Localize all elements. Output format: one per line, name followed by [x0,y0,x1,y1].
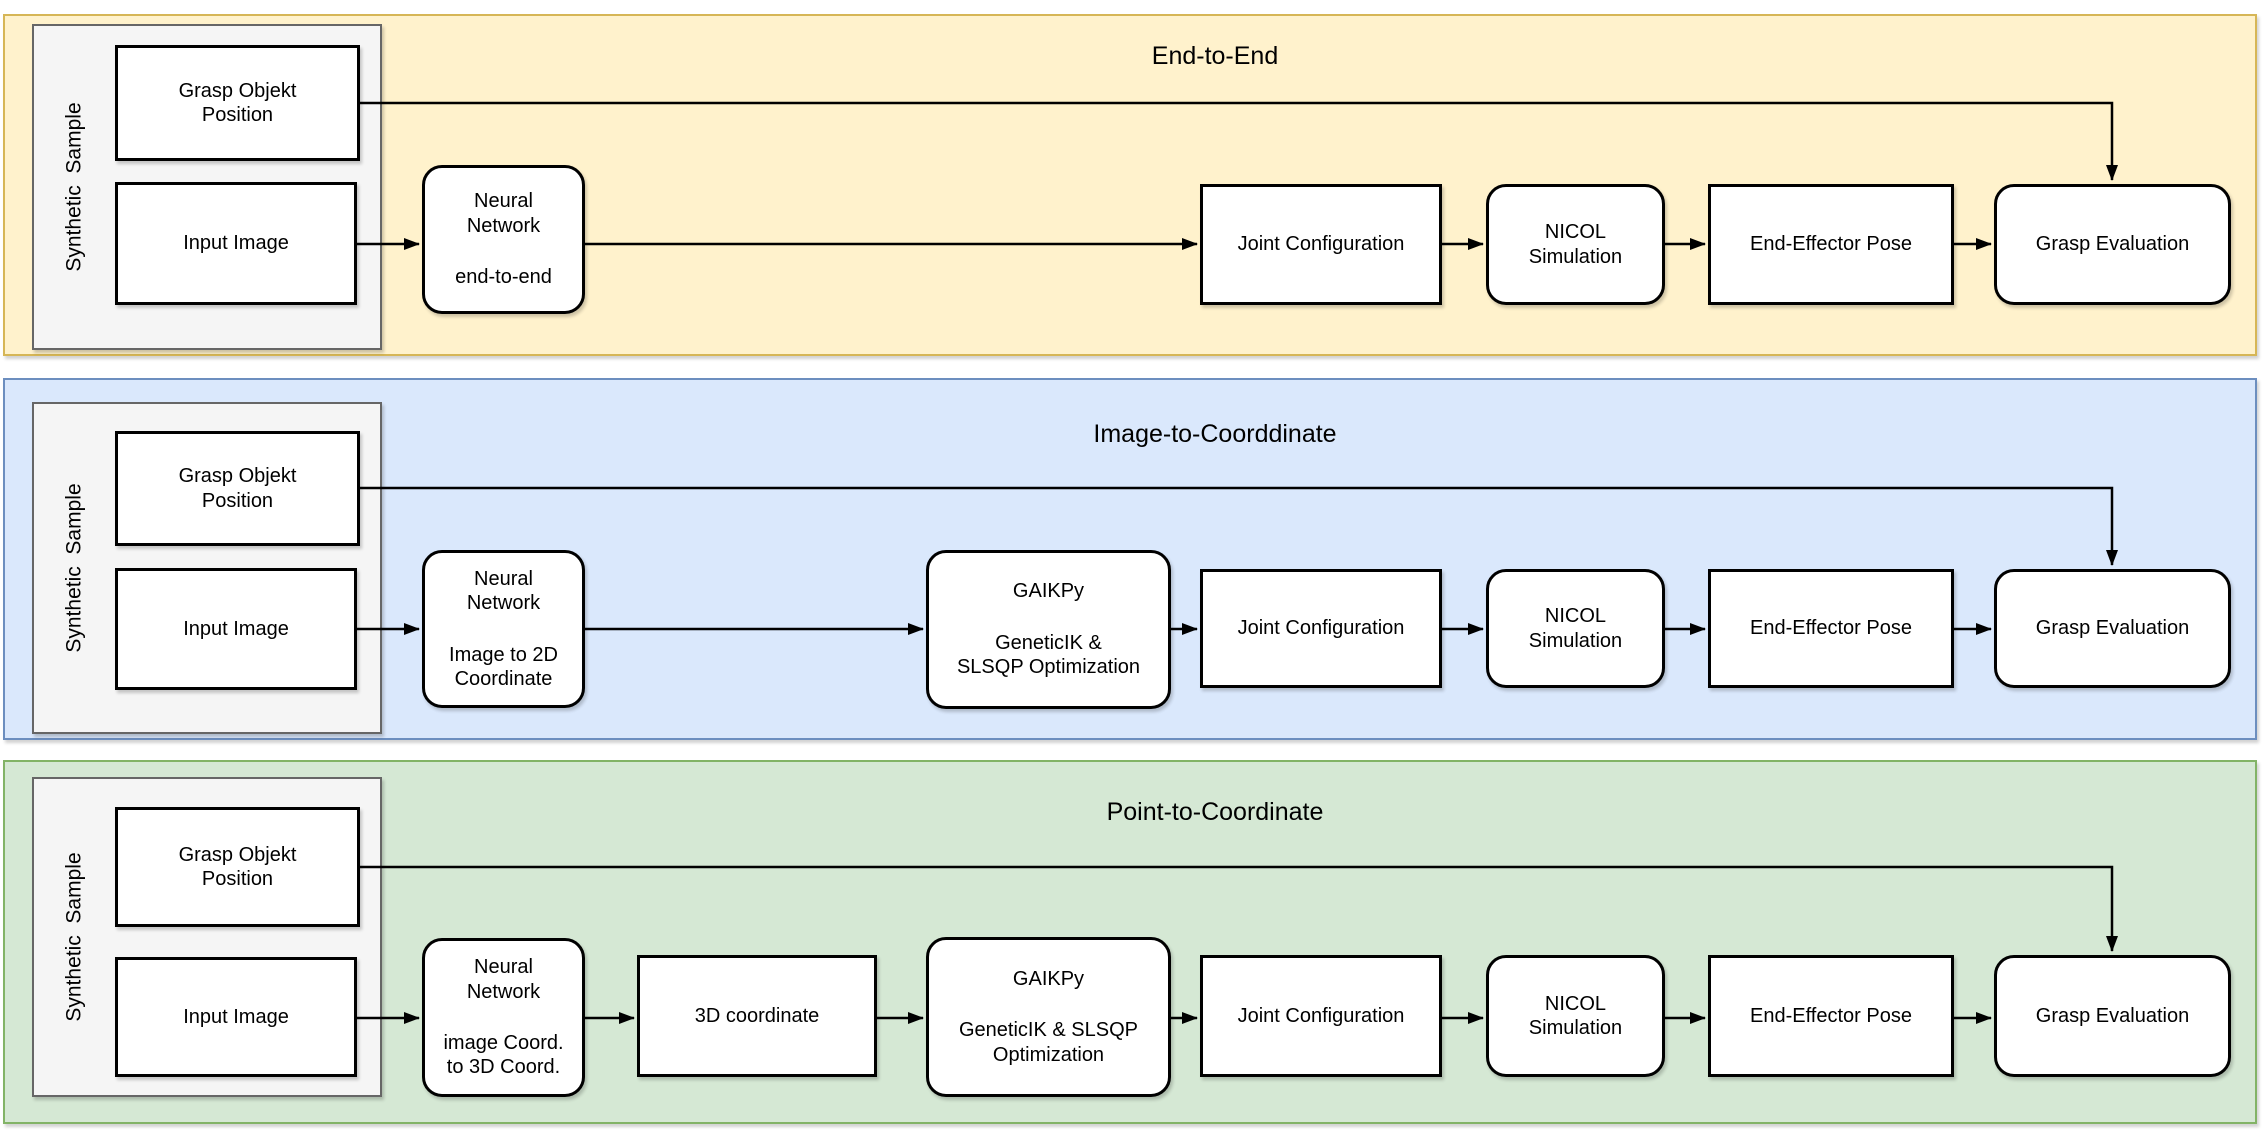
grasp-object-position-box: Grasp Objekt Position [115,45,360,161]
joint-configuration-box: Joint Configuration [1200,955,1442,1077]
panel-image-to-coordinate: Image-to-Coorddinate Synthetic Sample Gr… [3,378,2257,740]
panel-title: Image-to-Coorddinate [1093,420,1337,448]
panel-end-to-end: End-to-End Synthetic Sample Grasp Objekt… [3,14,2257,356]
gaikpy-box: GAIKPy GeneticIK & SLSQP Optimization [926,937,1171,1097]
panel-title: End-to-End [1151,42,1279,70]
grasp-evaluation-box: Grasp Evaluation [1994,184,2231,305]
nicol-simulation-box: NICOL Simulation [1486,569,1665,688]
grasp-object-position-box: Grasp Objekt Position [115,807,360,927]
input-image-box: Input Image [115,182,357,305]
neural-network-box: Neural Network end-to-end [422,165,585,314]
input-image-box: Input Image [115,957,357,1077]
gaikpy-box: GAIKPy GeneticIK & SLSQP Optimization [926,550,1171,709]
end-effector-pose-box: End-Effector Pose [1708,955,1954,1077]
input-image-box: Input Image [115,568,357,690]
grasp-object-position-box: Grasp Objekt Position [115,431,360,546]
joint-configuration-box: Joint Configuration [1200,569,1442,688]
grasp-evaluation-box: Grasp Evaluation [1994,955,2231,1077]
grasp-evaluation-box: Grasp Evaluation [1994,569,2231,688]
synthetic-sample-label: Synthetic Sample [62,483,86,653]
panel-title: Point-to-Coordinate [1106,798,1324,826]
synthetic-sample-label: Synthetic Sample [62,852,86,1022]
panel-point-to-coordinate: Point-to-Coordinate Synthetic Sample Gra… [3,760,2257,1124]
nicol-simulation-box: NICOL Simulation [1486,955,1665,1077]
end-effector-pose-box: End-Effector Pose [1708,569,1954,688]
end-effector-pose-box: End-Effector Pose [1708,184,1954,305]
neural-network-box: Neural Network Image to 2D Coordinate [422,550,585,708]
neural-network-box: Neural Network image Coord. to 3D Coord. [422,938,585,1097]
nicol-simulation-box: NICOL Simulation [1486,184,1665,305]
3d-coordinate-box: 3D coordinate [637,955,877,1077]
joint-configuration-box: Joint Configuration [1200,184,1442,305]
synthetic-sample-label: Synthetic Sample [62,102,86,272]
